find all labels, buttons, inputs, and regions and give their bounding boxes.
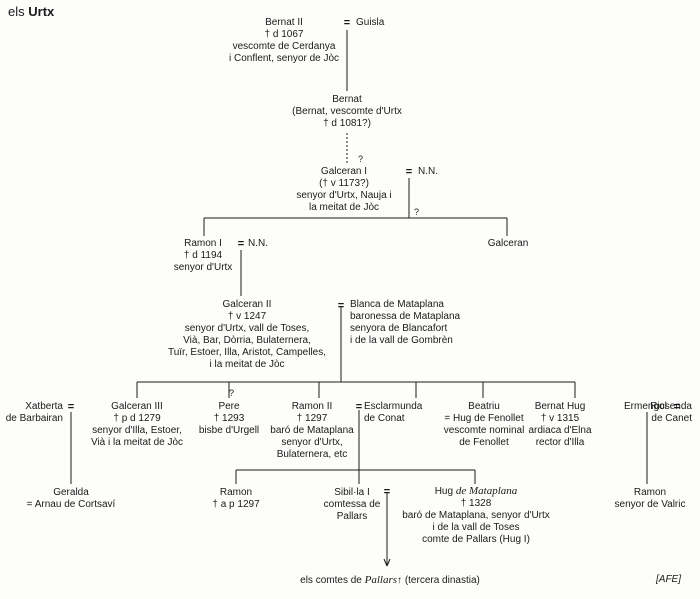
marriage-mark: = bbox=[67, 401, 75, 413]
marriage-mark: = bbox=[405, 166, 413, 178]
person-esclarmunda: Esclarmunda de Conat bbox=[364, 401, 423, 424]
uncertain-mark: ? bbox=[229, 388, 235, 398]
marriage-mark: = bbox=[337, 300, 345, 312]
person-bernat-hug: Bernat Hug † v 1315 ardiaca d'Elna recto… bbox=[528, 401, 592, 448]
person-nn-2: N.N. bbox=[248, 238, 268, 249]
person-galceran-ii: Galceran II † v 1247 senyor d'Urtx, vall… bbox=[167, 299, 327, 370]
marriage-mark: = bbox=[237, 238, 245, 250]
person-guisla: Guisla bbox=[356, 17, 385, 28]
person-beatriu: Beatriu = Hug de Fenollet vescomte nomin… bbox=[443, 401, 525, 448]
person-geralda: Geralda = Arnau de Cortsaví bbox=[26, 487, 116, 510]
person-blanca-de-mataplana: Blanca de Mataplana baronessa de Matapla… bbox=[350, 299, 461, 346]
marriage-mark: = bbox=[383, 486, 391, 498]
person-sibilla-i: Sibil·la I comtessa de Pallars bbox=[323, 487, 381, 522]
uncertain-mark: ? bbox=[358, 154, 364, 164]
page-title: els Urtx bbox=[8, 4, 55, 19]
person-ramon-valric: Ramon senyor de Valric bbox=[614, 487, 686, 510]
person-bernat-ii: Bernat II † d 1067 vescomte de Cerdanya … bbox=[228, 17, 340, 64]
footer-comtes-de-pallars: els comtes de Pallars↑ (tercera dinastia… bbox=[300, 574, 480, 586]
person-bernat: Bernat (Bernat, vescomte d'Urtx † d 1081… bbox=[292, 94, 402, 129]
person-galceran-iii: Galceran III † p d 1279 senyor d'Illa, E… bbox=[90, 401, 184, 448]
uncertain-mark: ? bbox=[414, 207, 420, 217]
person-ramon-a-p-1297: Ramon † a p 1297 bbox=[212, 487, 260, 510]
person-ermengol: Ermengol bbox=[624, 401, 667, 412]
person-xatberta: Xatberta de Barbairan bbox=[5, 401, 63, 424]
person-pere: Pere † 1293 bisbe d'Urgell bbox=[198, 401, 260, 436]
person-nn-1: N.N. bbox=[418, 166, 438, 177]
person-ricsenda: Ricsenda de Canet bbox=[650, 401, 692, 424]
source-credit: [AFE] bbox=[656, 574, 682, 585]
person-ramon-i: Ramon I † d 1194 senyor d'Urtx bbox=[173, 238, 233, 273]
person-galceran-i: Galceran I († v 1173?) senyor d'Urtx, Na… bbox=[296, 166, 392, 213]
person-galceran: Galceran bbox=[487, 238, 529, 249]
marriage-mark: = bbox=[673, 401, 681, 413]
person-ramon-ii: Ramon II † 1297 baró de Mataplana senyor… bbox=[270, 401, 354, 460]
person-hug-de-mataplana: Hug de Mataplana † 1328 baró de Mataplan… bbox=[402, 485, 550, 545]
marriage-mark: = bbox=[343, 17, 351, 29]
marriage-mark: = bbox=[355, 401, 363, 413]
